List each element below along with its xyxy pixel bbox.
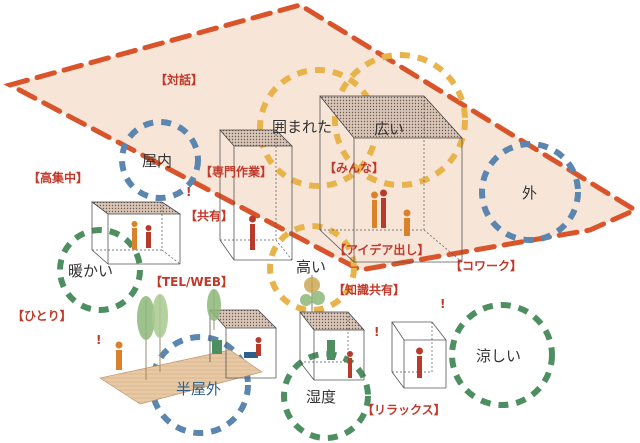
- pergola-box: [207, 289, 277, 379]
- label-specialist-work: 【専門作業】: [200, 164, 272, 179]
- zone-high: 高い: [296, 258, 326, 276]
- zone-semi-outdoor: 半屋外: [176, 380, 221, 398]
- exclaim-mark-4: !: [440, 297, 445, 311]
- cool-zone-ring: [449, 302, 555, 408]
- label-shared: 【共有】: [185, 208, 233, 223]
- label-high-concentration: 【高集中】: [28, 170, 88, 185]
- label-tel-web: 【TEL/WEB】: [150, 274, 233, 289]
- label-brainstorm: 【アイデア出し】: [334, 242, 429, 257]
- high-zone-ring: [267, 223, 357, 313]
- label-alone: 【ひとり】: [12, 308, 72, 323]
- zone-warm: 暖かい: [68, 262, 113, 280]
- site-plane: [10, 5, 635, 270]
- wide-zone-ring: [332, 52, 468, 188]
- zone-wide: 広い: [374, 120, 404, 138]
- zone-outside: 外: [522, 184, 537, 202]
- exclaim-mark-1: !: [186, 185, 191, 199]
- exclaim-mark-2: !: [96, 333, 101, 347]
- box-relax: [391, 321, 447, 389]
- box-large-shared: [319, 95, 463, 263]
- semi-outdoor-deck: [99, 294, 263, 405]
- indoor-zone-ring: [119, 119, 201, 201]
- box-knowledge-share: [299, 275, 365, 381]
- site-boundary: [3, 2, 640, 273]
- humidity-zone-ring: [281, 351, 371, 441]
- zone-indoor: 屋内: [142, 152, 172, 170]
- label-dialogue: 【対話】: [155, 72, 203, 87]
- label-relax: 【リラックス】: [362, 402, 446, 417]
- zone-humidity: 湿度: [306, 388, 336, 406]
- box-high-concentration: [90, 201, 182, 265]
- outside-zone-ring: [479, 141, 581, 243]
- label-cowork: 【コワーク】: [450, 258, 522, 273]
- zone-enclosed: 囲まれた: [272, 118, 332, 136]
- label-everyone: 【みんな】: [324, 160, 384, 175]
- warm-zone-ring: [57, 227, 143, 313]
- label-knowledge-share: 【知識共有】: [333, 282, 405, 297]
- zone-cool: 涼しい: [476, 347, 521, 365]
- box-specialist-work: [219, 129, 293, 261]
- exclaim-mark-3: !: [374, 325, 379, 339]
